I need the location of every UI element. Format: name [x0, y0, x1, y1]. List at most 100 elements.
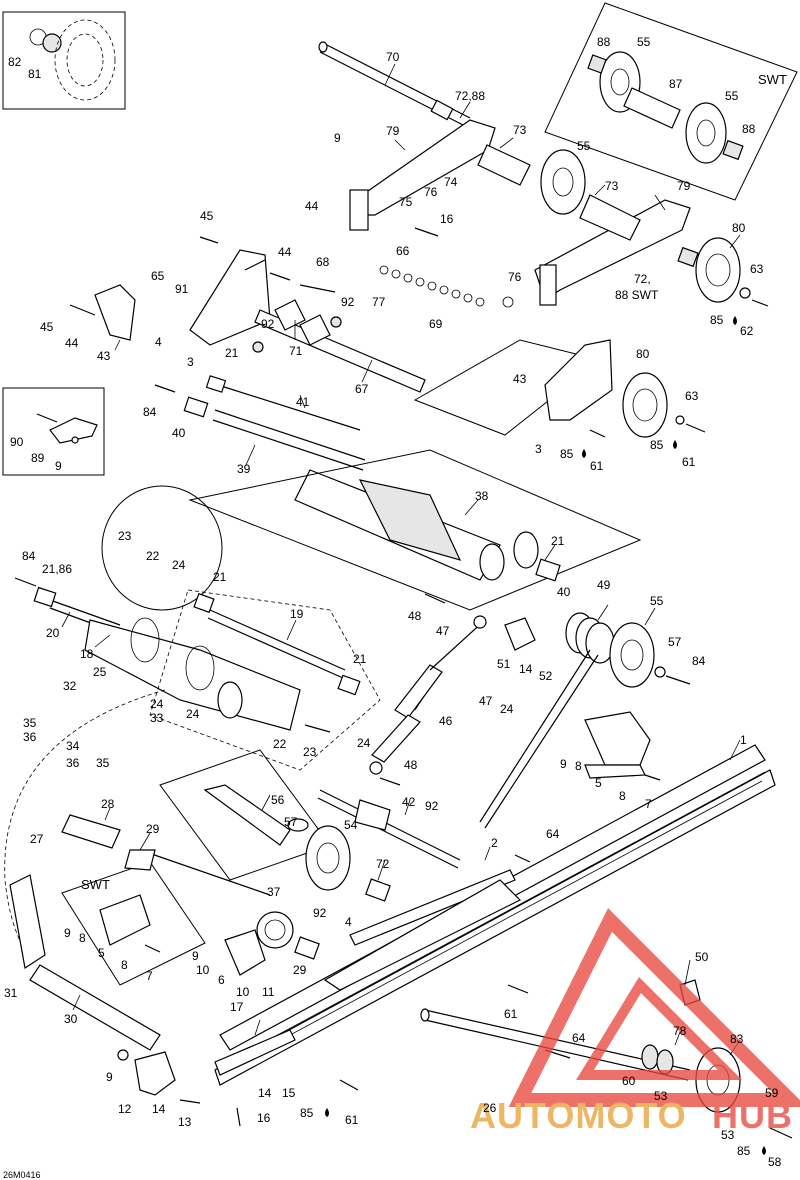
- callout-68: 68: [316, 255, 330, 269]
- callout-85: 85: [300, 1106, 314, 1120]
- oil-drop-icon: [325, 1108, 329, 1117]
- callout-18: 18: [80, 647, 94, 661]
- inset-box-bearing: [2, 11, 126, 110]
- link-group: [4, 689, 166, 1051]
- callout-1: 1: [740, 733, 747, 747]
- cross-shaft-group: [183, 375, 642, 611]
- callout-8: 8: [121, 958, 128, 972]
- callout-45: 45: [200, 209, 214, 223]
- callout-71: 71: [289, 344, 303, 358]
- callout-58: 58: [768, 1155, 782, 1169]
- callout-32: 32: [63, 679, 77, 693]
- upper-shaft-group: [318, 41, 769, 308]
- watermark-auto: AUTOMOTO: [470, 1095, 687, 1136]
- callout-36: 36: [66, 756, 80, 770]
- callout-78: 78: [673, 1024, 687, 1038]
- callout-16: 16: [440, 212, 454, 226]
- callout-49: 49: [597, 578, 611, 592]
- callout-22: 22: [146, 549, 160, 563]
- inset-circle-arm-detail: [101, 485, 223, 611]
- shock-spring-group: [369, 612, 691, 829]
- callout-5: 5: [98, 946, 105, 960]
- callout-74: 74: [444, 175, 458, 189]
- callout-64: 64: [546, 827, 560, 841]
- callout-55: 55: [577, 139, 591, 153]
- callout-81: 81: [28, 67, 42, 81]
- callout-45: 45: [40, 320, 54, 334]
- callout-27: 27: [30, 832, 44, 846]
- callout-38: 38: [475, 489, 489, 503]
- callout-84: 84: [22, 549, 36, 563]
- callout-80: 80: [636, 347, 650, 361]
- callout-85: 85: [710, 313, 724, 327]
- callout-24: 24: [186, 707, 200, 721]
- callout-24: 24: [500, 702, 514, 716]
- callout-84: 84: [143, 405, 157, 419]
- callout-56: 56: [271, 793, 285, 807]
- callout-48: 48: [408, 609, 422, 623]
- callout-24: 24: [172, 558, 186, 572]
- callout-5: 5: [595, 776, 602, 790]
- callout-40: 40: [172, 426, 186, 440]
- callout-52: 52: [539, 669, 553, 683]
- callout-14: 14: [152, 1102, 166, 1116]
- callout-72: 72,: [634, 272, 651, 286]
- callout-21: 21: [225, 346, 239, 360]
- callout-42: 42: [402, 795, 416, 809]
- callout-82: 82: [8, 55, 22, 69]
- automotohub-watermark: AUTOMOTO HUB: [470, 908, 800, 1136]
- callout-39: 39: [237, 462, 251, 476]
- slide-rail-group: [214, 744, 776, 1086]
- callout-61: 61: [504, 1007, 518, 1021]
- callout-51: 51: [497, 657, 511, 671]
- variant-label-swt: SWT: [758, 72, 787, 87]
- callout-41: 41: [296, 395, 310, 409]
- callout-24: 24: [150, 697, 164, 711]
- callout-21-86: 21,86: [42, 562, 72, 576]
- callout-36: 36: [23, 730, 37, 744]
- callout-91: 91: [175, 282, 189, 296]
- watermark-hub: HUB: [712, 1095, 793, 1136]
- callout-30: 30: [64, 1012, 78, 1026]
- callout-44: 44: [65, 336, 79, 350]
- stopper-group: [99, 711, 651, 1096]
- callout-8: 8: [575, 759, 582, 773]
- left-bracket-group: [94, 249, 426, 393]
- callout-31: 31: [4, 986, 18, 1000]
- callout-8: 8: [619, 789, 626, 803]
- callout-9: 9: [106, 1070, 113, 1084]
- callout-57: 57: [284, 815, 298, 829]
- callout-55: 55: [637, 35, 651, 49]
- callout-21: 21: [353, 652, 367, 666]
- callout-11: 11: [262, 985, 275, 999]
- callout-88-swt: 88 SWT: [615, 288, 659, 302]
- callout-92: 92: [341, 295, 355, 309]
- callout-8: 8: [79, 931, 86, 945]
- callout-10: 10: [236, 985, 250, 999]
- callout-53: 53: [654, 1089, 668, 1103]
- inset-box-swt-wheels: [544, 2, 798, 201]
- oil-drop-icon: [673, 440, 677, 449]
- callout-83: 83: [730, 1032, 744, 1046]
- callout-9: 9: [192, 949, 199, 963]
- callout-75: 75: [399, 195, 413, 209]
- callout-73: 73: [513, 123, 527, 137]
- callout-35: 35: [96, 756, 110, 770]
- callout-92: 92: [425, 799, 439, 813]
- callout-90: 90: [10, 435, 24, 449]
- callout-80: 80: [732, 221, 746, 235]
- fasteners: [14, 227, 661, 1127]
- callout-14: 14: [258, 1086, 272, 1100]
- callout-84: 84: [692, 654, 706, 668]
- callout-67: 67: [355, 382, 369, 396]
- bearing-assembly: [29, 19, 116, 101]
- callout-47: 47: [436, 624, 450, 638]
- callout-50: 50: [695, 950, 709, 964]
- callout-20: 20: [46, 626, 60, 640]
- callout-76: 76: [508, 270, 522, 284]
- callout-14: 14: [519, 662, 533, 676]
- callout-37: 37: [267, 885, 281, 899]
- bracket-detail: [36, 413, 98, 444]
- callout-23: 23: [303, 745, 317, 759]
